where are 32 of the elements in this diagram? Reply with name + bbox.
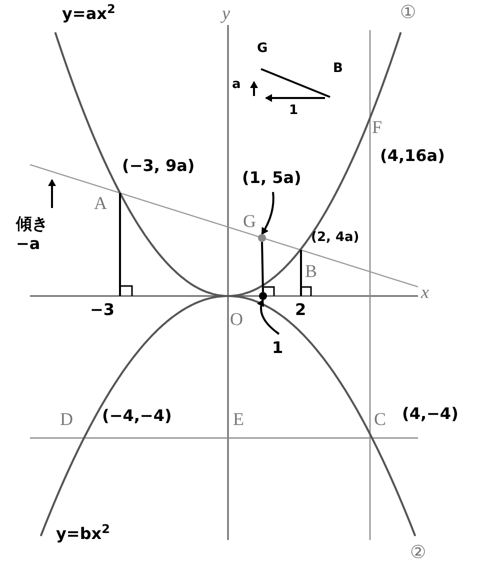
point-label: G <box>243 212 256 230</box>
leader-arrow <box>257 299 280 335</box>
annotation-text: (2, 4a) <box>311 231 360 244</box>
point-label: C <box>374 410 386 428</box>
point-label: D <box>60 410 73 428</box>
annotation-text: (4,−4) <box>402 406 458 422</box>
annotation-text: 1 <box>289 104 298 117</box>
annotation-text: (−4,−4) <box>102 408 172 424</box>
perpendicular-line <box>261 242 264 292</box>
annotation-text: (−3, 9a) <box>122 158 195 174</box>
annotation-text: y=bx$^{2}$ <box>56 526 110 542</box>
point-label: F <box>372 118 382 136</box>
annotation-text: a <box>232 78 241 91</box>
annotation-text: −3 <box>90 302 115 318</box>
point-label: B <box>305 262 318 280</box>
annotation-text: (1, 5a) <box>242 168 302 188</box>
point-label: O <box>230 310 243 328</box>
annotation-text: B <box>333 62 343 75</box>
graph-number: ① <box>400 4 416 22</box>
leader-arrow <box>48 179 56 208</box>
leader-arrow <box>261 192 274 235</box>
point-label: E <box>233 410 244 428</box>
annotation-text: G <box>257 42 268 55</box>
axis-label: y <box>222 4 230 22</box>
graph-number: ② <box>410 544 426 562</box>
annotation-text: 傾き −a <box>16 214 49 254</box>
annotation-text: (4,16a) <box>380 148 445 164</box>
axis-label: x <box>421 283 429 301</box>
point-label: A <box>94 194 107 212</box>
annotation-text: y=ax$^{2}$ <box>62 6 116 22</box>
annotation-text: 2 <box>295 302 306 318</box>
annotation-text: 1 <box>272 338 284 358</box>
